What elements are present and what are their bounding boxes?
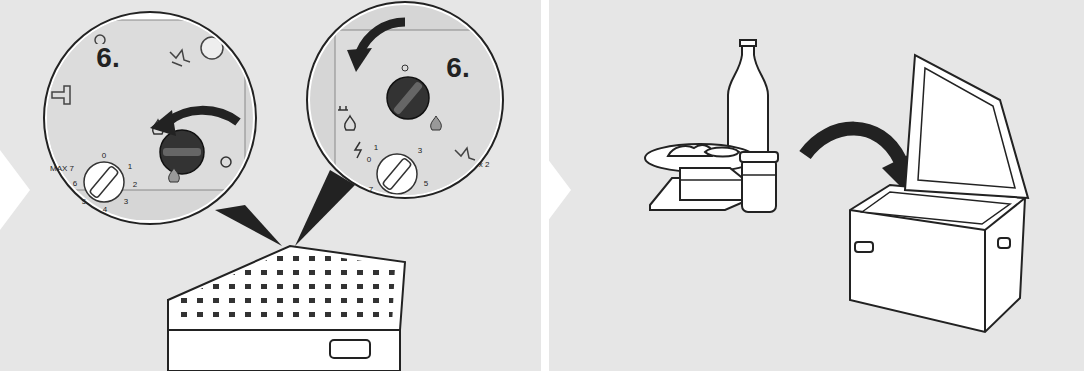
dial-number: 1 — [128, 163, 132, 171]
dial-number: 3 — [418, 147, 422, 155]
dial-number: 0 — [367, 156, 371, 164]
step-number: 6. — [444, 54, 471, 82]
dial-number: 1 — [374, 144, 378, 152]
step-number: 6. — [94, 44, 121, 72]
dial-number: 4 — [103, 206, 107, 214]
dial-number: x 2 — [479, 161, 490, 169]
dial-number: MAX 7 — [50, 165, 74, 173]
dial-number: 3 — [124, 198, 128, 206]
dial-number: 6 — [73, 180, 77, 188]
dial-number: 2 — [133, 181, 137, 189]
dial-number: 5 — [424, 180, 428, 188]
dial-number: 0 — [102, 152, 106, 160]
dial-number: 5 — [82, 198, 86, 206]
dial-number: 7 — [369, 186, 373, 194]
